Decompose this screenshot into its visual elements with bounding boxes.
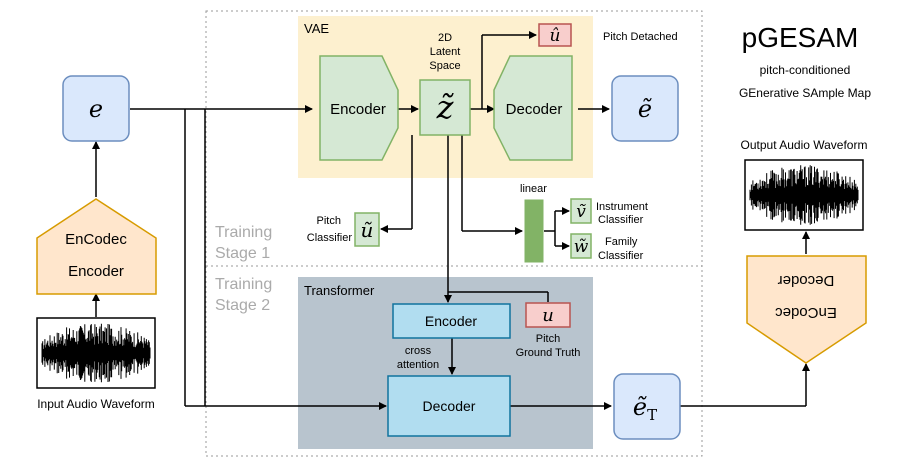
pitch-classifier-label-2: Classifier xyxy=(307,232,353,244)
latent-z-symbol: z̃ xyxy=(436,88,455,126)
encodec-encoder-shape xyxy=(36,198,157,295)
encodec-decoder-label-group: EnCodec Decoder xyxy=(775,272,837,321)
v-tilde-box xyxy=(570,198,592,224)
encodec-decoder-label-1: EnCodec xyxy=(775,304,837,321)
latent-label-line3: Space xyxy=(429,60,460,72)
training-stage-2-label-line1: Training xyxy=(215,276,272,293)
e-tilde-box xyxy=(611,75,679,142)
training-stage-1-label-line1: Training xyxy=(215,224,272,241)
transformer-label: Transformer xyxy=(304,283,375,298)
pitch-classifier-label-1: Pitch xyxy=(317,215,341,227)
pitch-detached-label: Pitch Detached xyxy=(603,31,678,43)
cross-attention-label-1: cross xyxy=(405,345,432,357)
transformer-decoder-label: Decoder xyxy=(423,398,476,414)
output-waveform-image xyxy=(749,165,859,225)
output-waveform-label: Output Audio Waveform xyxy=(741,138,868,152)
pitch-ground-truth-label-1: Pitch xyxy=(536,333,560,345)
u-tilde-box xyxy=(354,212,380,247)
subtitle-line-1: pitch-conditioned xyxy=(760,63,851,77)
transformer-decoder-box xyxy=(387,375,511,437)
transformer-encoder-label: Encoder xyxy=(425,313,477,329)
u-hat-box xyxy=(538,23,572,47)
vae-decoder-label: Decoder xyxy=(506,101,563,118)
encodec-decoder-label-2: Decoder xyxy=(778,272,835,289)
e-embedding-box xyxy=(62,75,130,142)
latent-z-box xyxy=(419,79,471,136)
family-classifier-label-1: Family xyxy=(605,236,638,248)
e-tilde-symbol: ẽ xyxy=(638,95,652,123)
latent-label-line2: Latent xyxy=(430,46,461,58)
encodec-encoder-label-2: Encoder xyxy=(68,263,124,280)
cross-attention-label-2: attention xyxy=(397,359,439,371)
v-tilde-symbol: ṽ xyxy=(576,202,586,222)
family-classifier-label-2: Classifier xyxy=(598,250,644,262)
training-stage-1-label-line2: Stage 1 xyxy=(215,245,270,262)
instrument-classifier-label-2: Classifier xyxy=(598,214,644,226)
page-title: pGESAM xyxy=(742,22,859,53)
e-tilde-t-box xyxy=(613,373,681,440)
w-tilde-symbol: w̃ xyxy=(574,237,589,257)
e-tilde-t-symbol: ẽT xyxy=(633,393,657,424)
vae-encoder-label: Encoder xyxy=(330,101,386,118)
input-waveform-label: Input Audio Waveform xyxy=(37,397,155,411)
u-tilde-symbol: ũ xyxy=(361,218,374,242)
latent-label-line1: 2D xyxy=(438,32,452,44)
linear-label: linear xyxy=(520,183,547,195)
vae-decoder-shape xyxy=(493,55,573,161)
connections xyxy=(92,31,810,410)
vae-encoder-shape xyxy=(319,55,399,161)
pitch-ground-truth-label-2: Ground Truth xyxy=(516,347,581,359)
encodec-decoder-shape xyxy=(746,255,867,364)
transformer-encoder-box xyxy=(392,303,511,339)
input-waveform-image xyxy=(41,323,151,383)
w-tilde-box xyxy=(570,233,592,259)
vae-label: VAE xyxy=(304,21,329,36)
training-stage-2-region xyxy=(205,265,703,457)
u-hat-symbol: û xyxy=(550,26,561,46)
u-box xyxy=(525,302,571,328)
subtitle-line-2: GEnerative SAmple Map xyxy=(739,86,871,100)
encodec-encoder-label-1: EnCodec xyxy=(65,231,127,248)
training-stage-2-label-line2: Stage 2 xyxy=(215,297,270,314)
linear-layer-box xyxy=(524,199,544,263)
e-symbol: e xyxy=(89,95,103,123)
instrument-classifier-label-1: Instrument xyxy=(596,201,648,213)
u-symbol: u xyxy=(542,305,554,326)
